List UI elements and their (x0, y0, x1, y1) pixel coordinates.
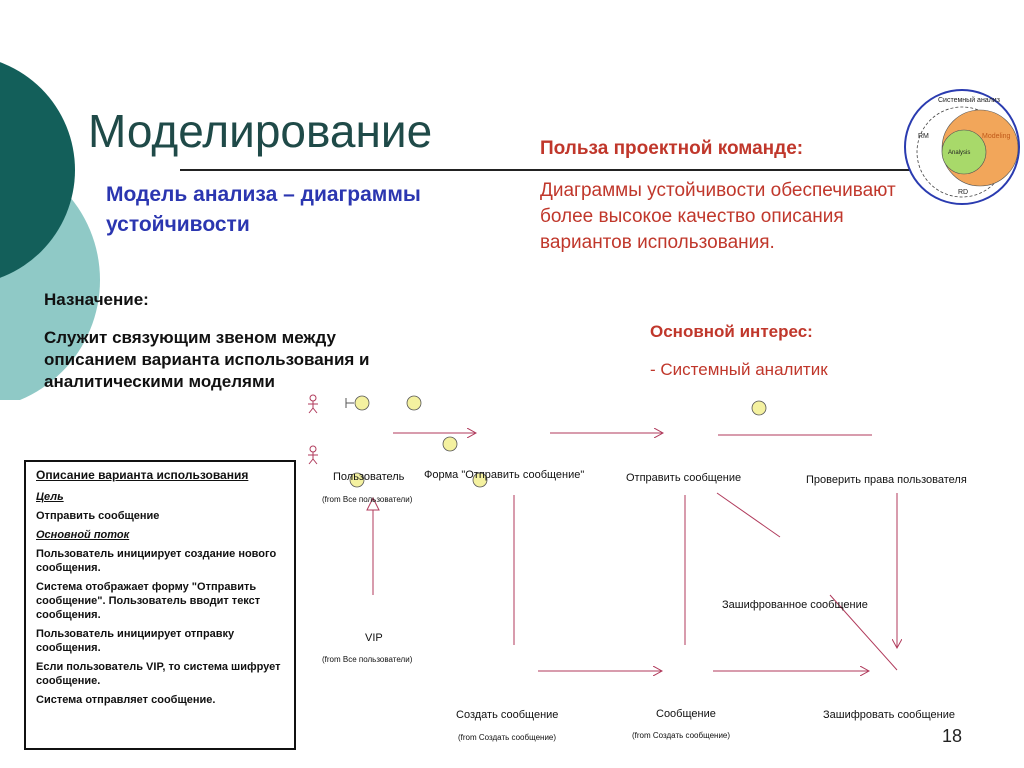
flow-step: Пользователь инициирует отправку сообщен… (36, 628, 235, 654)
message-label: Сообщение (656, 708, 716, 720)
scope-rm-label: RM (918, 133, 929, 140)
create-label: Создать сообщение (456, 709, 559, 721)
page-number: 18 (942, 726, 963, 746)
user-label: Пользователь (333, 471, 405, 483)
encrypted-label: Зашифрованное сообщение (722, 599, 868, 611)
boundary-form-icon (345, 395, 370, 411)
actor-user-icon (308, 394, 318, 414)
flow-step: Система отображает форму "Отправить сооб… (36, 581, 261, 621)
control-encrypt-icon (472, 472, 488, 488)
interest-heading: Основной интерес: (650, 322, 813, 341)
purpose-text: Служит связующим звеном между описанием … (44, 328, 370, 391)
vip-label: VIP (365, 632, 383, 644)
send-label: Отправить сообщение (626, 472, 742, 484)
connectors (366, 433, 897, 671)
check-label: Проверить права пользователя (806, 474, 967, 486)
scope-rd-label: RD (958, 189, 968, 196)
entity-message-icon (751, 400, 767, 416)
decor-circle-dark (0, 62, 75, 278)
control-send-icon (442, 436, 458, 452)
encrypt-label: Зашифровать сообщение (823, 709, 955, 721)
actor-vip-icon (308, 445, 318, 465)
benefit-heading: Польза проектной команде: (540, 138, 804, 159)
flow-label: Основной поток (36, 529, 130, 541)
scope-modeling-label: Modeling (982, 133, 1011, 140)
message-from-label: (from Создать сообщение) (632, 731, 731, 740)
flow-step: Система отправляет сообщение. (36, 694, 216, 706)
create-from-label: (from Создать сообщение) (458, 733, 557, 742)
control-create-icon (406, 395, 422, 411)
goal-text: Отправить сообщение (36, 510, 160, 522)
benefit-text: Диаграммы устойчивости обеспечивают боле… (540, 180, 896, 253)
scope-analysis-label: Analysis (948, 150, 970, 156)
vip-from-label: (from Все пользователи) (322, 655, 413, 664)
flow-step: Пользователь инициирует создание нового … (36, 548, 277, 574)
title-divider (180, 169, 920, 171)
use-case-box: Описание варианта использования Цель Отп… (24, 460, 296, 750)
flow-step: Если пользователь VIP, то система шифруе… (36, 661, 281, 687)
goal-label: Цель (36, 491, 64, 503)
control-check-icon (349, 472, 365, 488)
interest-text: - Системный аналитик (650, 360, 828, 379)
form-label: Форма "Отправить сообщение" (424, 469, 585, 481)
page-title: Моделирование (88, 105, 433, 157)
purpose-heading: Назначение: (44, 290, 149, 309)
scope-outer-label: Системный анализ (938, 96, 1000, 104)
decor-circles (0, 62, 100, 400)
use-case-title: Описание варианта использования (36, 468, 249, 482)
subtitle: Модель анализа – диаграммы устойчивости (106, 183, 421, 236)
scope-diagram: Системный анализ RM Modeling Analysis RD (904, 89, 1020, 205)
scope-analysis-circle (941, 129, 987, 175)
user-from-label: (from Все пользователи) (322, 495, 413, 504)
